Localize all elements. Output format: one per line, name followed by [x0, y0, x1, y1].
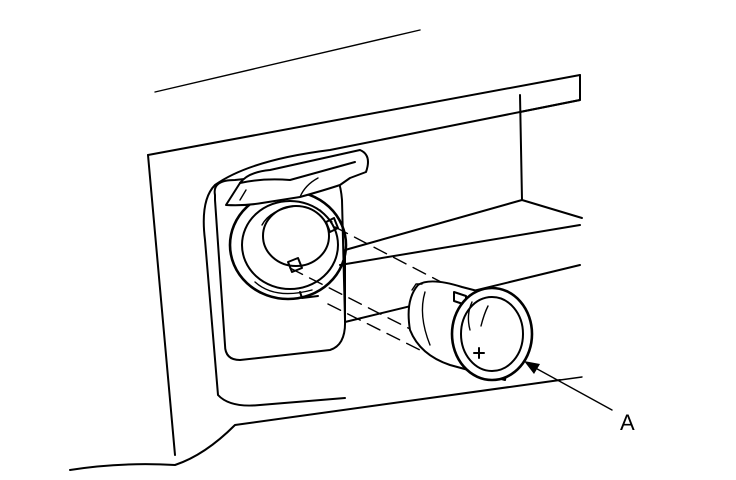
- callout-arrowhead: [524, 361, 540, 374]
- socket-part-a: [407, 280, 534, 382]
- dashboard-panel-outline: [69, 74, 581, 471]
- callout-label-a: A: [620, 410, 635, 435]
- socket-housing: [228, 189, 348, 301]
- alignment-guides: [289, 226, 476, 363]
- callout-a: A: [524, 361, 635, 435]
- socket-cover-flap: [225, 149, 369, 207]
- dashboard-top-edge: [147, 29, 581, 156]
- socket-bezel: [213, 169, 347, 361]
